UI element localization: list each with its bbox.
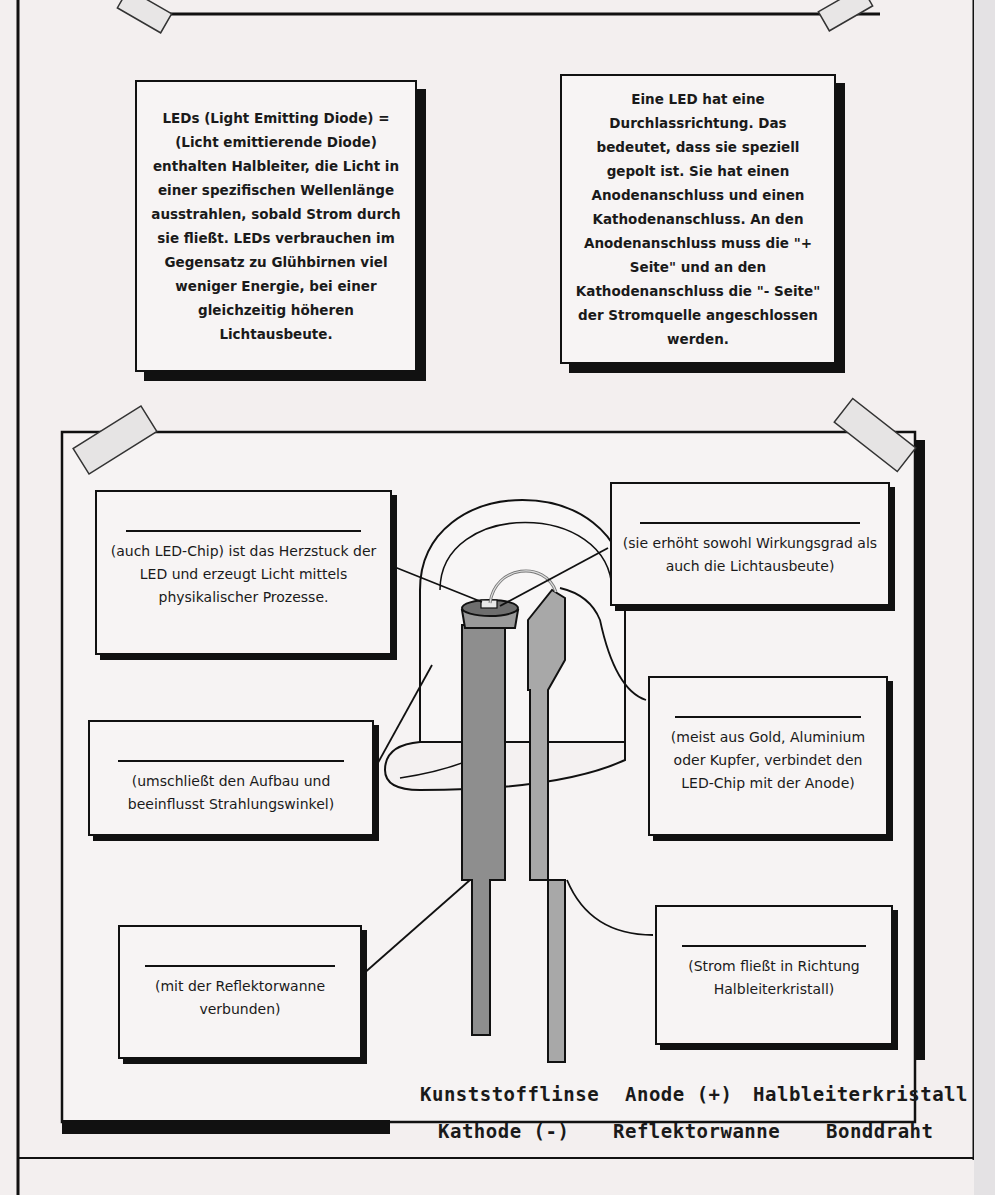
leader-line xyxy=(567,880,653,935)
leader-line xyxy=(500,548,608,606)
page-border xyxy=(17,0,20,1195)
bond-wire xyxy=(490,571,556,603)
callout-box: (umschließt den Aufbau und beeinflusst S… xyxy=(88,720,374,836)
word-bank-term: Reflektorwanne xyxy=(613,1120,780,1142)
cathode-leg xyxy=(462,625,505,1035)
leader-lines xyxy=(362,548,653,975)
callout-text: (sie erhöht sowohl Wirkungsgrad als auch… xyxy=(622,532,878,578)
word-bank-term: Halbleiterkristall xyxy=(753,1083,968,1105)
panel-shadow xyxy=(62,1120,390,1134)
callout-box: (meist aus Gold, Aluminium oder Kupfer, … xyxy=(648,676,888,836)
answer-blank xyxy=(145,965,334,967)
panel-edge xyxy=(130,13,880,16)
callout-text: (Strom fließt in Richtung Halbleiterkris… xyxy=(667,955,881,1001)
tape xyxy=(73,406,157,474)
led-lens-inner xyxy=(440,523,612,591)
grid-paper xyxy=(974,0,995,1195)
led-lens xyxy=(420,500,625,750)
page-border xyxy=(18,1157,974,1159)
answer-blank xyxy=(675,716,861,718)
led-flange-edge xyxy=(400,760,470,778)
answer-blank xyxy=(682,945,866,947)
info-box: LEDs (Light Emitting Diode) = (Licht emi… xyxy=(135,80,417,372)
word-bank-term: Anode (+) xyxy=(625,1083,732,1105)
word-bank-term: Kunststofflinse xyxy=(420,1083,599,1105)
info-text: LEDs (Light Emitting Diode) = (Licht emi… xyxy=(147,106,405,346)
callout-text: (umschließt den Aufbau und beeinflusst S… xyxy=(100,770,362,816)
bond-wire xyxy=(490,571,556,603)
tape xyxy=(117,0,171,33)
word-bank-term: Kathode (-) xyxy=(438,1120,569,1142)
panel-shadow xyxy=(915,440,925,1060)
led-illustration xyxy=(385,500,625,1062)
callout-box: (mit der Reflektorwanne verbunden) xyxy=(118,925,362,1059)
word-bank-term: Bonddraht xyxy=(826,1120,933,1142)
callout-box: (Strom fließt in Richtung Halbleiterkris… xyxy=(655,905,893,1045)
answer-blank xyxy=(126,530,361,532)
answer-blank xyxy=(640,522,860,524)
callout-text: (auch LED-Chip) ist das Herzstuck der LE… xyxy=(107,540,380,609)
tape xyxy=(834,399,916,472)
diagram-panel xyxy=(62,432,915,1122)
info-text: Eine LED hat eine Durchlassrichtung. Das… xyxy=(572,87,824,351)
callout-box: (auch LED-Chip) ist das Herzstuck der LE… xyxy=(95,490,392,655)
callout-text: (mit der Reflektorwanne verbunden) xyxy=(130,975,350,1021)
callout-box: (sie erhöht sowohl Wirkungsgrad als auch… xyxy=(610,482,890,606)
answer-blank xyxy=(118,760,343,762)
tape xyxy=(818,0,872,31)
leader-line xyxy=(392,566,482,602)
leader-line xyxy=(374,665,432,770)
leader-line xyxy=(362,880,470,975)
info-box: Eine LED hat eine Durchlassrichtung. Das… xyxy=(560,74,836,364)
callout-text: (meist aus Gold, Aluminium oder Kupfer, … xyxy=(660,726,876,795)
anode-leg xyxy=(528,590,565,1062)
